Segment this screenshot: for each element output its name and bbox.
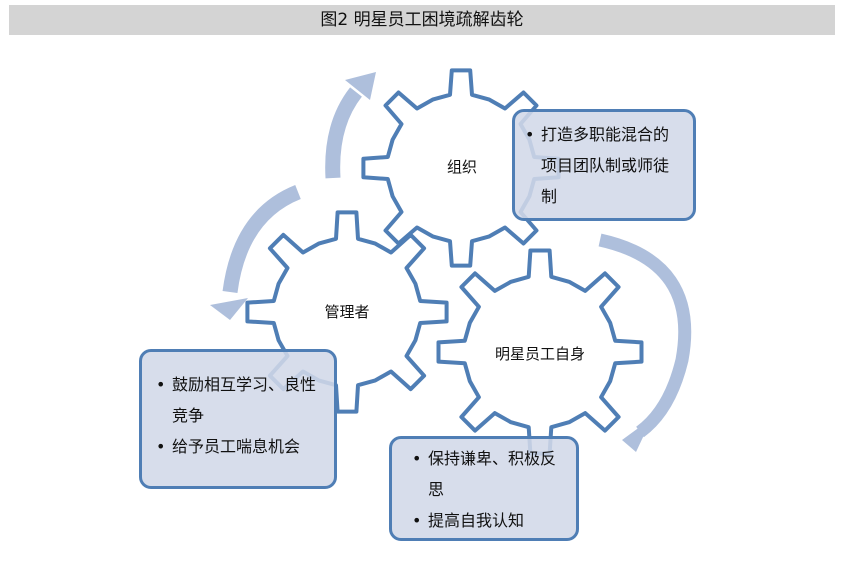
list-item: 提高自我认知 [412, 505, 558, 536]
gear-label-organization: 组织 [446, 158, 477, 176]
gear-label-manager: 管理者 [324, 303, 370, 321]
employee-actions-box: 保持谦卑、积极反思 提高自我认知 [389, 436, 579, 541]
arrow-head-manager [210, 298, 248, 320]
gear-employee [436, 248, 644, 456]
arrow-to-manager [222, 185, 301, 294]
arrow-head-employee [622, 418, 652, 452]
arrow-to-employee [598, 233, 692, 438]
list-item: 给予员工喘息机会 [156, 431, 320, 462]
list-item: 鼓励相互学习、良性竞争 [156, 369, 320, 431]
cycle-arrows [210, 72, 692, 452]
arrow-head-organization [345, 72, 376, 100]
gear-organization [361, 68, 561, 268]
gear-label-employee: 明星员工自身 [494, 345, 585, 363]
figure-title: 图2 明星员工困境疏解齿轮 [9, 5, 835, 35]
organization-actions-box: 打造多职能混合的项目团队制或师徒制 [512, 109, 696, 221]
manager-actions-box: 鼓励相互学习、良性竞争 给予员工喘息机会 [139, 349, 337, 489]
list-item: 打造多职能混合的项目团队制或师徒制 [525, 119, 683, 212]
arrow-to-organization [325, 87, 363, 179]
list-item: 保持谦卑、积极反思 [412, 443, 558, 505]
